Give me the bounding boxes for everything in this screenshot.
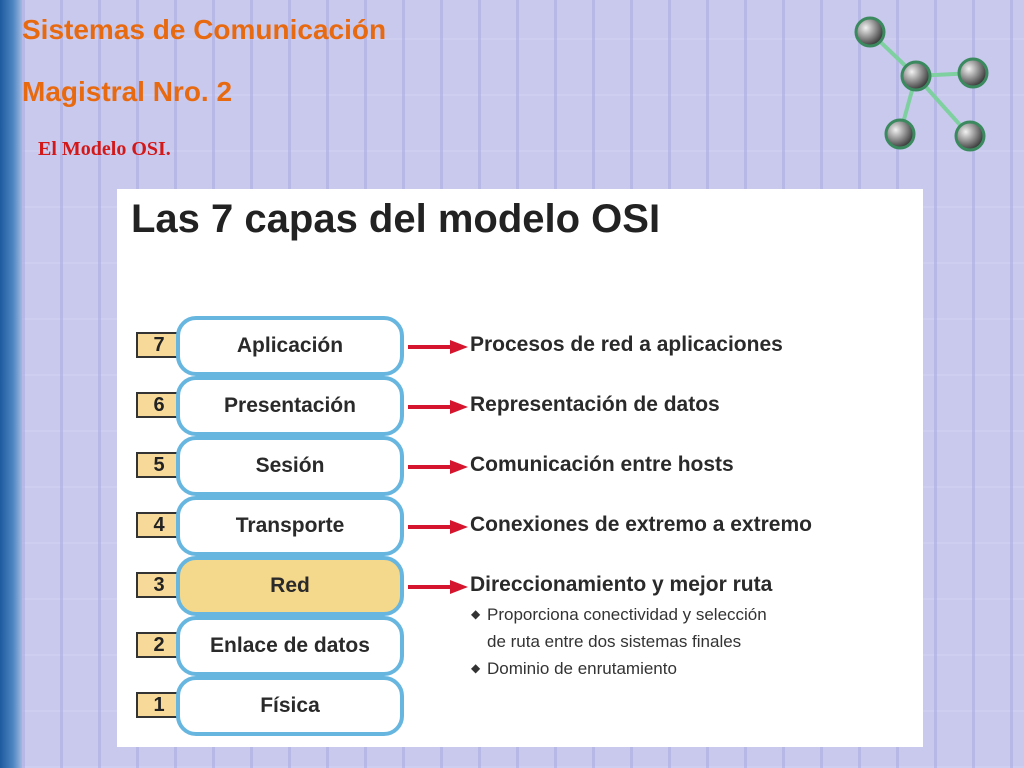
layer-number: 5 (136, 452, 182, 478)
layer-number: 7 (136, 332, 182, 358)
layer-row-6: 6 Presentación Representación de datos (117, 376, 923, 436)
detail-continuation: de ruta entre dos sistemas finales (487, 632, 742, 651)
arrow-right-icon (408, 340, 468, 354)
layer-number: 2 (136, 632, 182, 658)
layer-name: Transporte (176, 496, 404, 556)
layer-name: Sesión (176, 436, 404, 496)
diagram-title: Las 7 capas del modelo OSI (131, 197, 661, 241)
left-gradient-bar (0, 0, 22, 768)
arrow-right-icon (408, 520, 468, 534)
layer-description: Conexiones de extremo a extremo (470, 513, 812, 536)
layer-row-2: 2 Enlace de datos (117, 616, 923, 676)
layer-row-1: 1 Física (117, 676, 923, 736)
detail-bullet: ◆ Dominio de enrutamiento (471, 655, 767, 682)
layer-row-3: 3 Red Direccionamiento y mejor ruta (117, 556, 923, 616)
network-layer-details: ◆ Proporciona conectividad y selección d… (471, 601, 767, 682)
layer-row-7: 7 Aplicación Procesos de red a aplicacio… (117, 316, 923, 376)
layer-number: 3 (136, 572, 182, 598)
layer-description: Representación de datos (470, 393, 720, 416)
arrow-right-icon (408, 460, 468, 474)
network-nodes-icon (854, 16, 989, 152)
layer-name-highlighted: Red (176, 556, 404, 616)
topic-label: El Modelo OSI. (38, 138, 171, 160)
slide-subtitle-course: Magistral Nro. 2 (22, 76, 233, 107)
layer-row-5: 5 Sesión Comunicación entre hosts (117, 436, 923, 496)
detail-text: Dominio de enrutamiento (487, 659, 677, 678)
detail-bullet: ◆ Proporciona conectividad y selección (471, 601, 767, 628)
layer-name: Enlace de datos (176, 616, 404, 676)
layer-description: Direccionamiento y mejor ruta (470, 573, 773, 596)
arrow-right-icon (408, 580, 468, 594)
bullet-icon: ◆ (471, 607, 481, 621)
layer-name: Presentación (176, 376, 404, 436)
detail-text: Proporciona conectividad y selección (487, 605, 767, 624)
layer-description: Comunicación entre hosts (470, 453, 734, 476)
layer-description: Procesos de red a aplicaciones (470, 333, 783, 356)
layer-row-4: 4 Transporte Conexiones de extremo a ext… (117, 496, 923, 556)
bullet-icon: ◆ (471, 661, 481, 675)
osi-diagram-panel: Las 7 capas del modelo OSI 7 Aplicación … (117, 189, 923, 747)
arrow-right-icon (408, 400, 468, 414)
slide-title: Sistemas de Comunicación (22, 14, 387, 45)
layer-name: Física (176, 676, 404, 736)
layer-name: Aplicación (176, 316, 404, 376)
